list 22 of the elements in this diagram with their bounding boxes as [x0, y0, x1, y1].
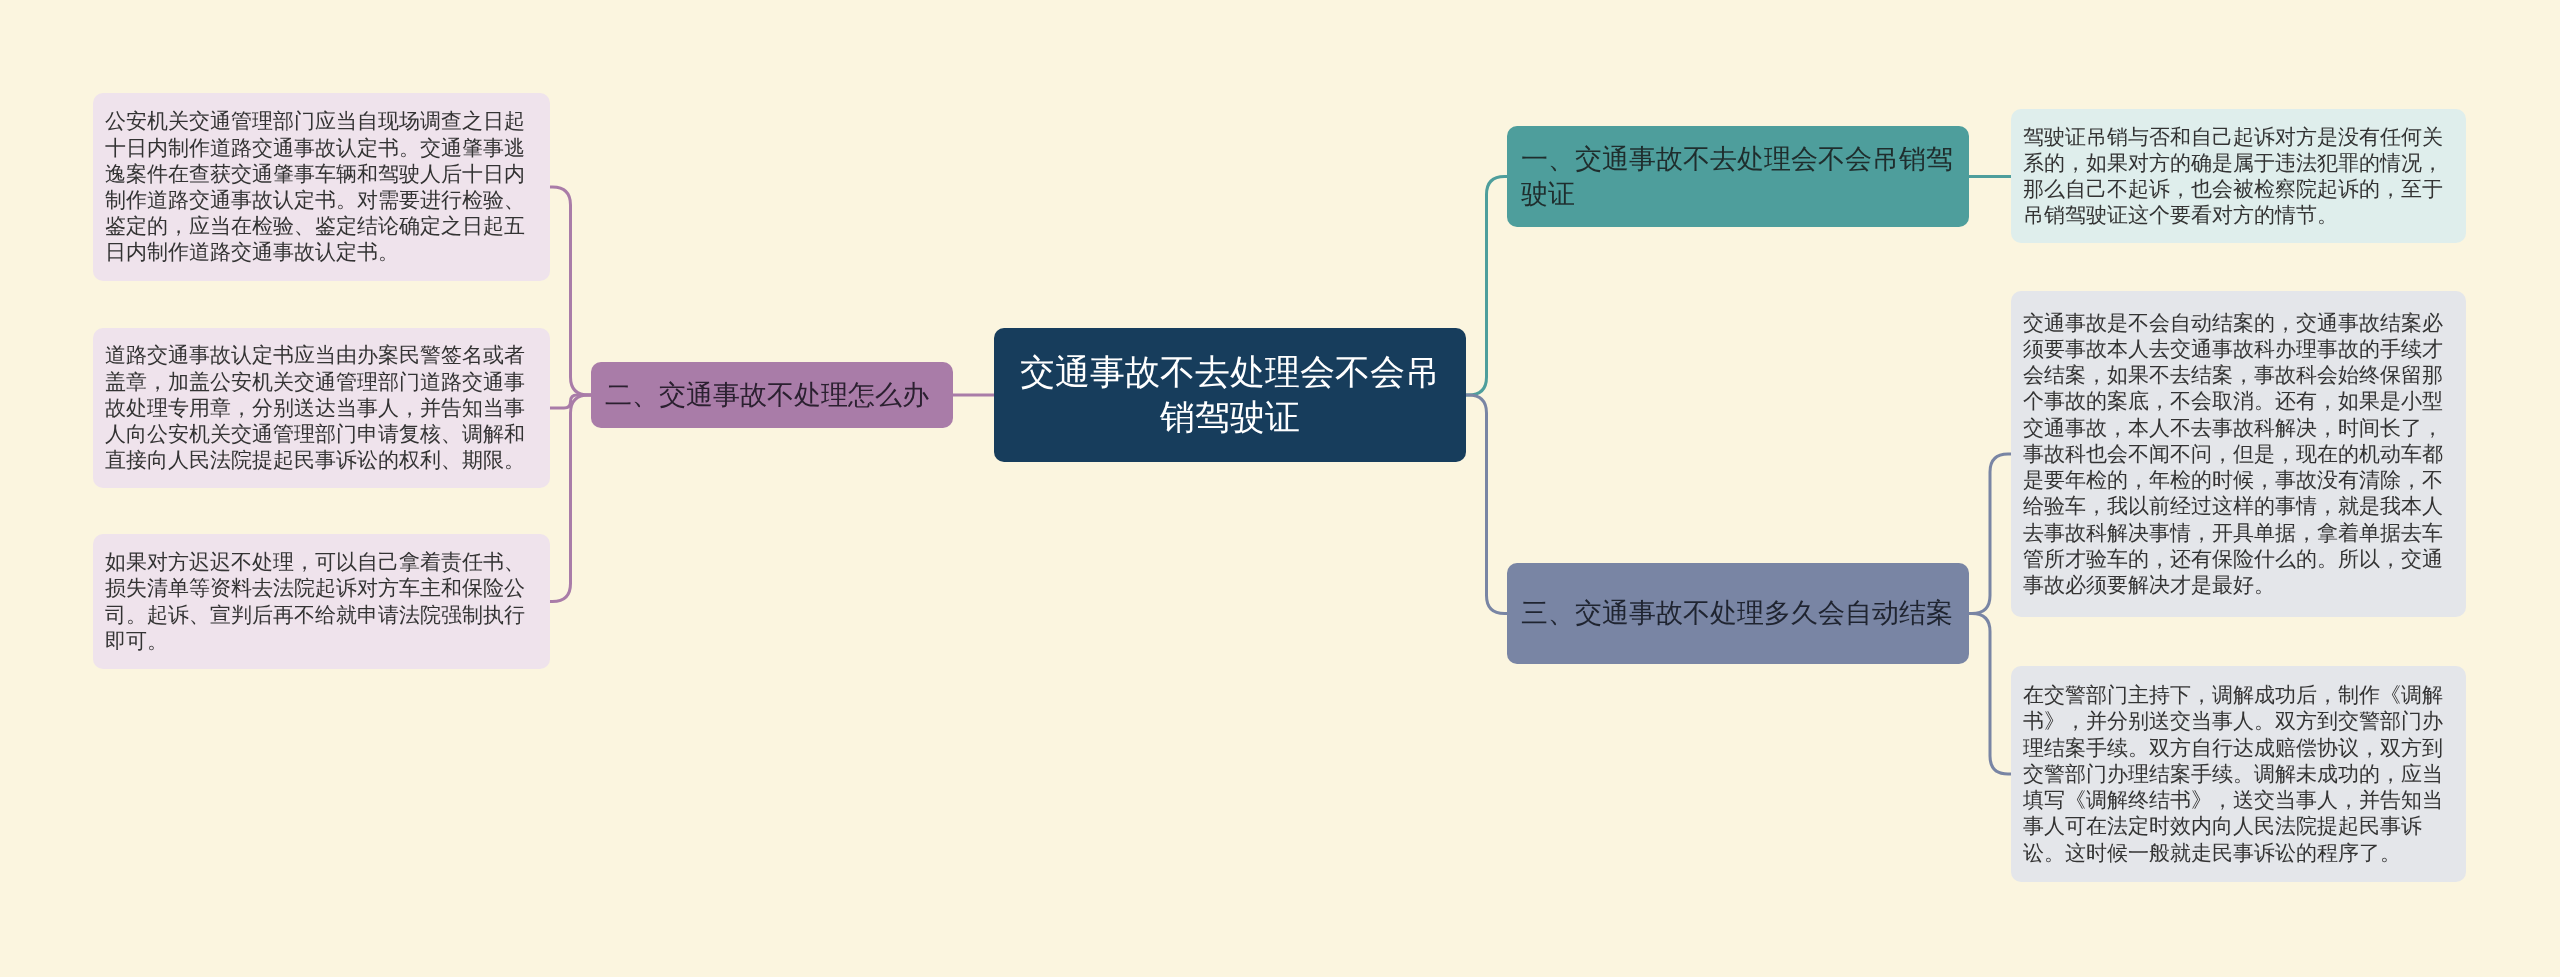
note-text: 如果对方迟迟不处理，可以自己拿着责任书、损失清单等资料去法院起诉对方车主和保险公司。起诉、宣判后再不给就申请法院强制执行即可。 [105, 549, 526, 654]
connector-line [1969, 175, 2011, 178]
branch-box [1507, 563, 1969, 664]
branch-box [591, 362, 953, 428]
topic-text: 交通事故不去处理会不会吊销驾驶证 [1020, 351, 1440, 439]
branch-text: 三、交通事故不处理多久会自动结案 [1521, 596, 1953, 631]
note-text: 道路交通事故认定书应当由办案民警签名或者盖章，加盖公安机关交通管理部门道路交通事故处理专用章，分别送达当事人，并告知当事人向公安机关交通管理部门申请复核、调解和直接向人民法院提起民事诉讼的权利、期限。 [105, 342, 526, 474]
topic-box [994, 328, 1466, 462]
note-text: 在交警部门主持下，调解成功后，制作《调解书》，并分别送交当事人。双方到交警部门办理结案手续。双方自行达成赔偿协议，双方到交警部门办理结案手续。调解未成功的，应当填写《调解终结书》，送交当事人，并告知当事人可在法定时效内向人民法院提起民事诉讼。这时候一般就走民事诉讼的程序了。 [2023, 682, 2444, 866]
note-box [2011, 666, 2466, 882]
connector-line [953, 393, 994, 397]
branch-text: 一、交通事故不去处理会不会吊销驾驶证 [1521, 141, 1954, 211]
note-box [2011, 109, 2466, 243]
note-box [93, 328, 550, 488]
note-text: 公安机关交通管理部门应当自现场调查之日起十日内制作道路交通事故认定书。交通肇事逃逸案件在查获交通肇事车辆和驾驶人后十日内制作道路交通事故认定书。对需要进行检验、鉴定的，应当在检验、鉴定结论确定之日起五日内制作道路交通事故认定书。 [105, 108, 526, 266]
note-text: 驾驶证吊销与否和自己起诉对方是没有任何关系的，如果对方的确是属于违法犯罪的情况，那么自己不起诉，也会被检察院起诉的，至于吊销驾驶证这个要看对方的情节。 [2023, 123, 2444, 229]
branch-text: 二、交通事故不处理怎么办 [605, 377, 929, 412]
branch-box [1507, 126, 1969, 227]
note-box [2011, 291, 2466, 617]
note-text: 交通事故是不会自动结案的，交通事故结案必须要事故本人去交通事故科办理事故的手续才会结案，如果不去结案，事故科会始终保留那个事故的案底，不会取消。还有，如果是小型交通事故，本人不去事故科解决，时间长了，事故科也会不闻不问，但是，现在的机动车都是要年检的，年检的时候，事故没有清除，不给验车，我以前经过这样的事情，就是我本人去事故科解决事情，开具单据，拿着单据去车管所才验车的，还有保险什么的。所以，交通事故必须要解决才是最好。 [2023, 309, 2444, 599]
note-box [93, 93, 550, 281]
note-box [93, 534, 550, 669]
